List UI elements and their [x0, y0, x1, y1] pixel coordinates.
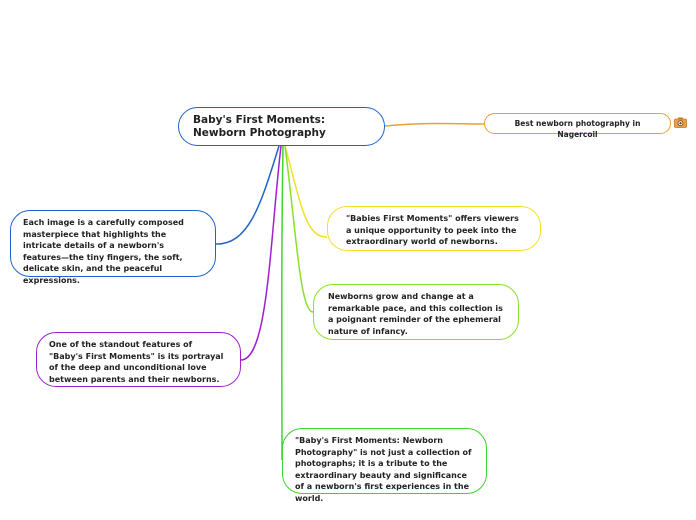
topic-carefully-composed[interactable]: Each image is a carefully composed maste… — [10, 210, 216, 285]
camera-icon — [674, 117, 687, 128]
topic-standout-features[interactable]: One of the standout features of "Baby's … — [36, 332, 241, 387]
connector-blue — [215, 145, 280, 245]
topic-tribute[interactable]: "Baby's First Moments: Newborn Photograp… — [282, 428, 487, 503]
topic-text: "Baby's First Moments: Newborn Photograp… — [295, 436, 472, 503]
topic-text: One of the standout features of "Baby's … — [49, 340, 224, 384]
topic-text: "Babies First Moments" offers viewers a … — [346, 214, 519, 246]
connector-green — [281, 145, 284, 461]
topic-newborns-grow[interactable]: Newborns grow and change at a remarkable… — [313, 284, 519, 340]
connector-lime — [284, 145, 314, 313]
connector-purple — [240, 145, 282, 361]
connector-yellow — [284, 145, 328, 238]
central-topic[interactable]: Baby's First Moments: Newborn Photograph… — [178, 107, 385, 146]
topic-babies-first-moments-offers[interactable]: "Babies First Moments" offers viewers a … — [327, 206, 541, 251]
topic-text: Each image is a carefully composed maste… — [23, 218, 184, 285]
topic-best-newborn-photography[interactable]: Best newborn photography in Nagercoil — [484, 113, 671, 139]
topic-label: Best newborn photography in Nagercoil — [514, 119, 641, 139]
central-topic-title: Baby's First Moments: Newborn Photograph… — [193, 114, 326, 139]
topic-text: Newborns grow and change at a remarkable… — [328, 292, 503, 336]
connector-top-link — [384, 122, 485, 127]
